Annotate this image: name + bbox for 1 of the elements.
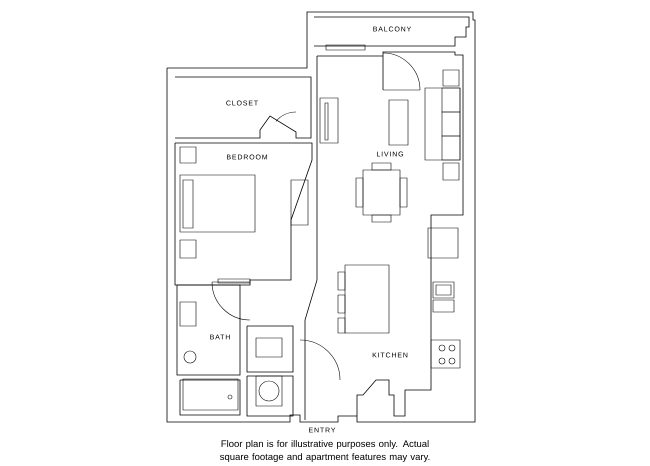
caption: Floor plan is for illustrative purposes only. Actual square footage and apartment features may vary. xyxy=(220,440,430,462)
